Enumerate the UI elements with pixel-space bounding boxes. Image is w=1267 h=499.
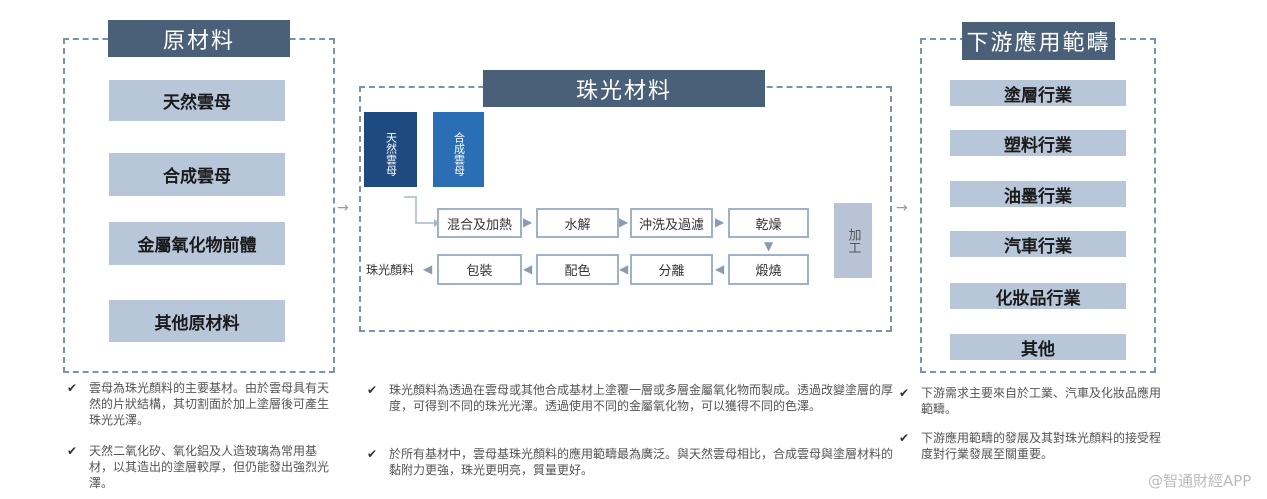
check-icon: ✔ [67,381,78,395]
downstream-title: 下游應用範疇 [962,22,1115,60]
process-step: 配色 [536,254,619,285]
downstream-item: 化妝品行業 [950,283,1126,309]
process-step: 包裝 [437,254,522,285]
downstream-item: 塑料行業 [950,130,1126,156]
arrow-left-icon: ◀ [619,262,629,276]
process-step: 水解 [536,208,619,238]
check-icon: ✔ [899,431,910,445]
arrow-right-icon: ▶ [715,215,725,229]
synthetic-mica-box: 合成雲母 [433,112,484,187]
process-step: 混合及加熱 [437,208,522,238]
note-item: ✔雲母為珠光顏料的主要基材。由於雲母具有天然的片狀結構，其切割面於加上塗層後可產… [67,381,330,427]
check-icon: ✔ [67,444,78,458]
raw-item: 金屬氧化物前體 [109,222,285,265]
check-icon: ✔ [899,386,910,400]
output-label: 珠光顏料 [366,263,415,277]
process-step: 煅燒 [728,254,809,285]
arrow-right-icon: ▶ [619,215,629,229]
arrow-left-icon: ◀ [715,262,725,276]
note-item: ✔下游需求主要來自於工業、汽車及化妝品應用範疇。 [899,386,1162,416]
note-item: ✔珠光顏料為透過在雲母或其他合成基材上塗覆一層或多層金屬氧化物而製成。透過改變塗… [367,383,894,413]
downstream-item: 塗層行業 [950,80,1126,106]
raw-item: 合成雲母 [109,153,285,196]
connector-arrow-icon [404,196,440,227]
arrow-down-icon: ▼ [764,239,774,253]
arrow-right-icon: ▶ [523,215,533,229]
process-step: 分離 [630,254,713,285]
check-icon: ✔ [367,383,378,397]
downstream-item: 汽車行業 [950,231,1126,257]
processing-box: 加工 [834,203,872,278]
arrow-right-icon: → [896,200,908,216]
raw-item: 天然雲母 [109,80,285,121]
pearl-title: 珠光材料 [483,70,765,107]
arrow-left-icon: ◀ [423,262,433,276]
process-step: 乾燥 [728,208,809,238]
raw-item: 其他原材料 [109,300,285,342]
note-item: ✔下游應用範疇的發展及其對珠光顏料的接受程度對行業發展至關重要。 [899,431,1162,461]
note-item: ✔天然二氧化矽、氧化鋁及人造玻璃為常用基材，以其造出的塗層較厚，但仍能發出強烈光… [67,444,330,490]
arrow-left-icon: ◀ [523,262,533,276]
natural-mica-box: 天然雲母 [364,112,417,187]
watermark: @智通財經APP [1148,472,1252,490]
note-item: ✔於所有基材中，雲母基珠光顏料的應用範疇最為廣泛。與天然雲母相比，合成雲母與塗層… [367,447,894,477]
downstream-item: 其他 [950,334,1126,360]
arrow-right-icon: → [337,200,349,216]
raw-materials-title: 原材料 [108,20,290,57]
process-step: 沖洗及過濾 [630,208,713,238]
check-icon: ✔ [367,447,378,461]
downstream-item: 油墨行業 [950,181,1126,207]
